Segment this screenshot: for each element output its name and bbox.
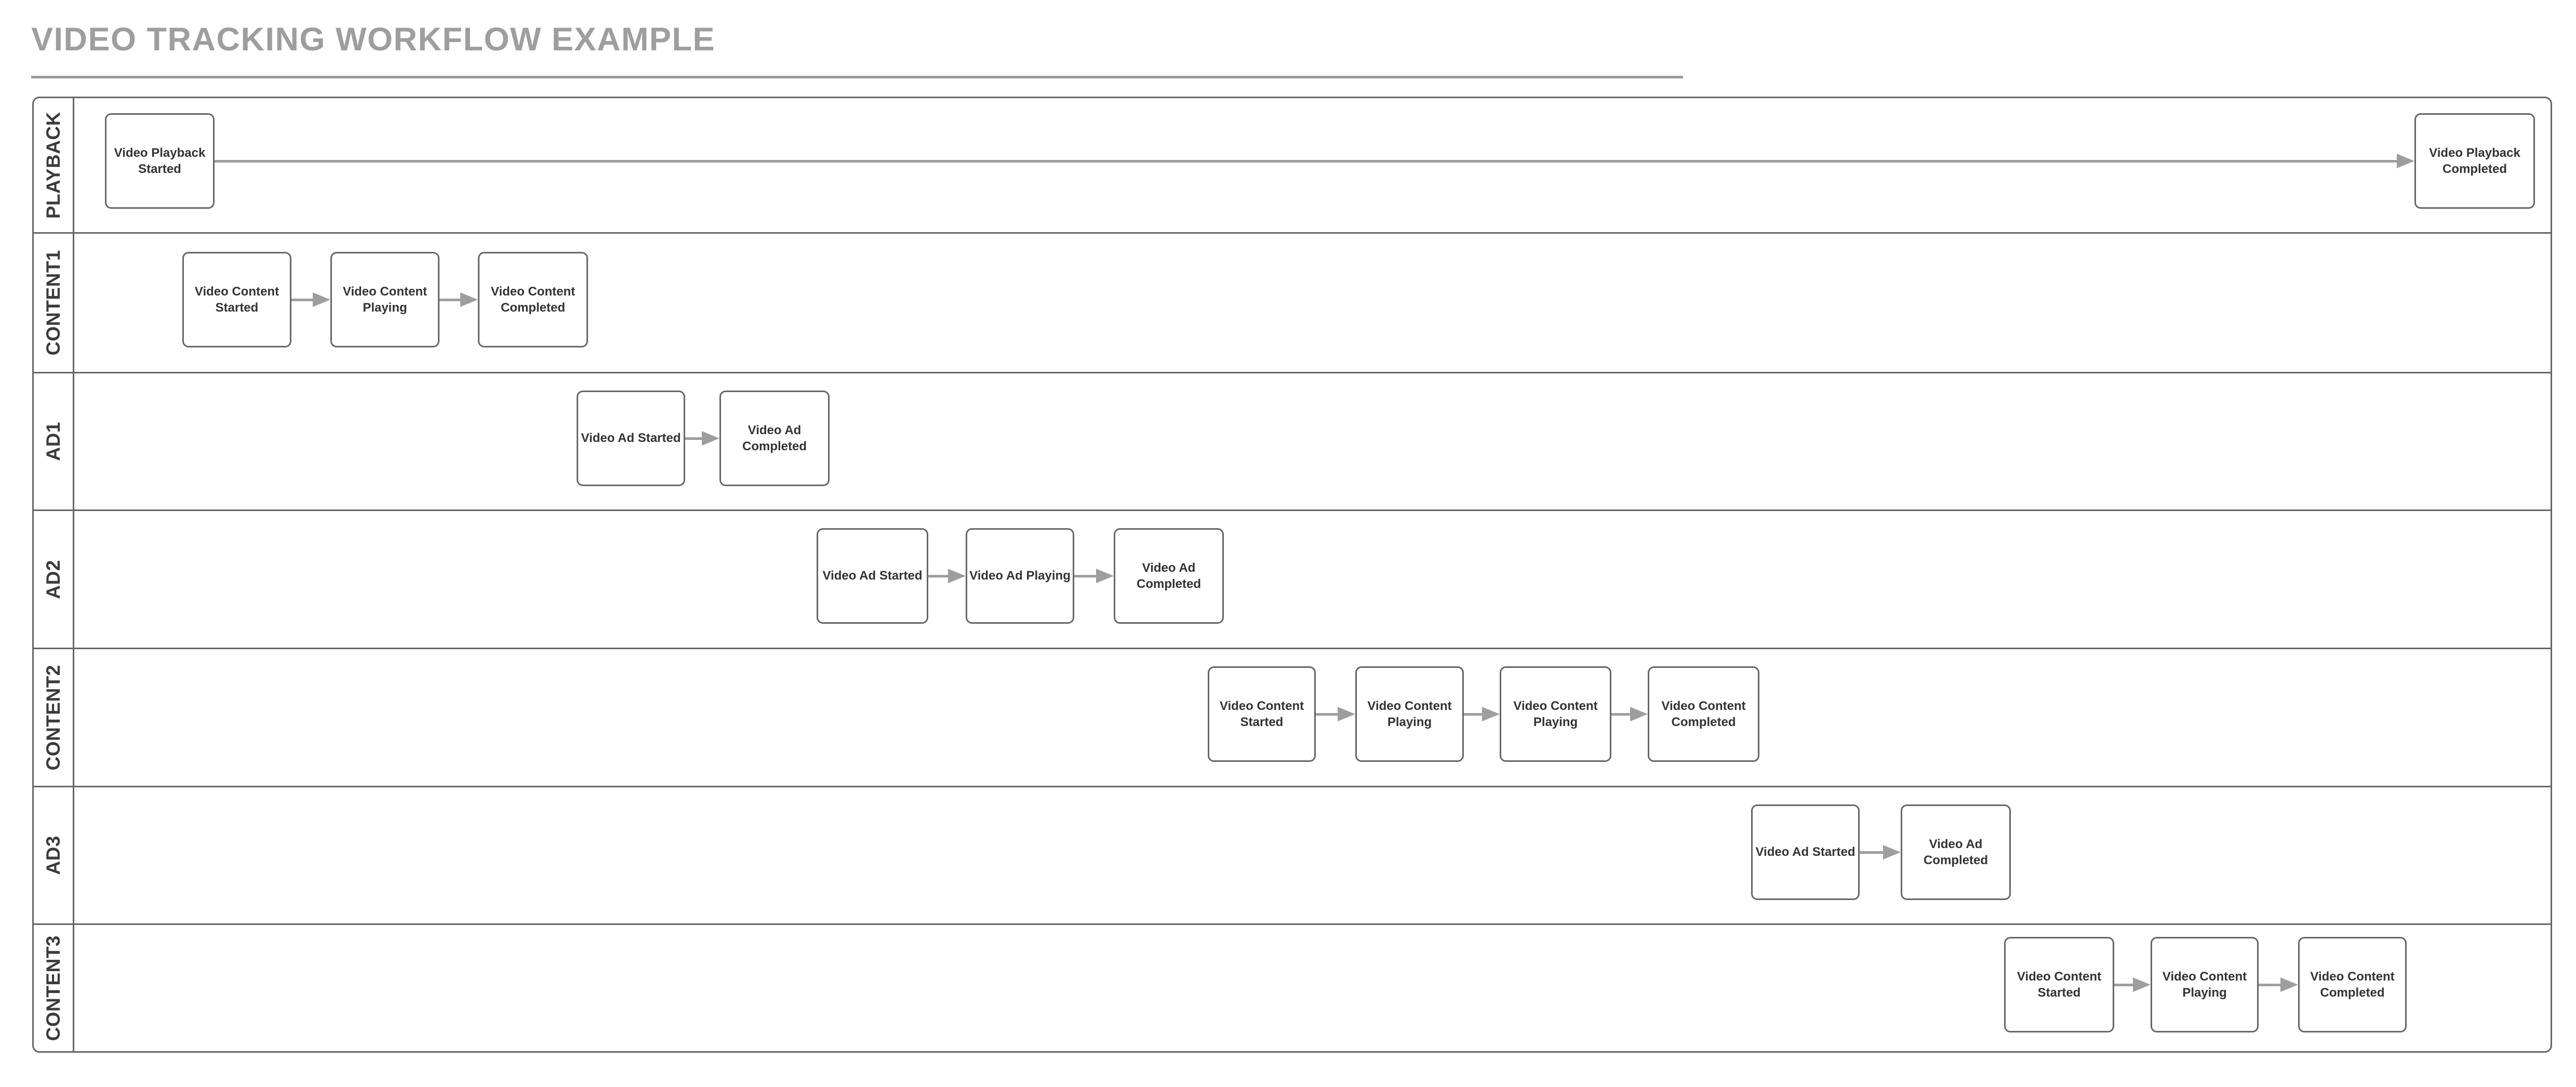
connector-line bbox=[1464, 713, 1484, 716]
lane-body: Video Ad Started Video Ad Completed bbox=[76, 787, 2551, 923]
workflow-node[interactable]: Video Content Playing bbox=[2151, 937, 2259, 1032]
arrowhead-icon bbox=[2397, 154, 2414, 168]
workflow-node-label: Video Content Started bbox=[194, 284, 279, 315]
arrowhead-icon bbox=[2280, 977, 2298, 992]
lane-body: Video Playback Started Video Playback Com… bbox=[76, 98, 2551, 232]
connector-line bbox=[1860, 851, 1885, 854]
connector-line bbox=[2114, 983, 2135, 986]
workflow-node-label: Video Content Playing bbox=[1367, 699, 1452, 729]
lane-body: Video Ad Started Video Ad Completed bbox=[76, 373, 2551, 509]
lane-label: AD3 bbox=[42, 836, 64, 875]
workflow-node[interactable]: Video Content Playing bbox=[1355, 666, 1464, 762]
workflow-node-label: Video Content Started bbox=[2017, 969, 2102, 1000]
workflow-node-label: Video Ad Completed bbox=[1136, 560, 1201, 591]
workflow-node-label: Video Content Completed bbox=[2310, 969, 2395, 1000]
workflow-node-label: Video Ad Completed bbox=[1923, 837, 1988, 867]
lane-body: Video Content Started Video Content Playi… bbox=[76, 234, 2551, 372]
workflow-node[interactable]: Video Content Playing bbox=[330, 252, 439, 347]
workflow-node-label: Video Content Completed bbox=[490, 284, 576, 315]
connector-line bbox=[1074, 574, 1098, 578]
lane-ad1: AD1 Video Ad Started Video Ad Completed bbox=[34, 372, 2551, 509]
workflow-node-label: Video Content Completed bbox=[1661, 699, 1746, 729]
connector-line bbox=[928, 574, 950, 578]
arrowhead-icon bbox=[313, 292, 330, 307]
lane-body: Video Ad Started Video Ad Playing Video Ad… bbox=[76, 511, 2551, 648]
lane-label: AD1 bbox=[42, 422, 64, 461]
workflow-node-label: Video Ad Completed bbox=[742, 423, 807, 453]
workflow-node[interactable]: Video Content Started bbox=[182, 252, 291, 347]
arrowhead-icon bbox=[702, 431, 719, 446]
workflow-node[interactable]: Video Ad Playing bbox=[966, 528, 1074, 624]
connector-line bbox=[1316, 713, 1340, 716]
workflow-node[interactable]: Video Ad Completed bbox=[1114, 528, 1224, 624]
lane-label: CONTENT2 bbox=[42, 664, 64, 771]
workflow-node[interactable]: Video Content Completed bbox=[1648, 666, 1759, 762]
lane-label-cell[interactable]: PLAYBACK bbox=[34, 98, 74, 232]
lane-label-cell[interactable]: CONTENT1 bbox=[34, 234, 74, 372]
lane-label: CONTENT3 bbox=[42, 935, 64, 1041]
lane-label: CONTENT1 bbox=[42, 250, 64, 356]
lane-body: Video Content Started Video Content Playi… bbox=[76, 649, 2551, 786]
arrowhead-icon bbox=[2133, 977, 2151, 992]
lane-body: Video Content Started Video Content Playi… bbox=[76, 925, 2551, 1051]
lane-label-cell[interactable]: AD3 bbox=[34, 787, 74, 923]
lane-label: AD2 bbox=[42, 559, 64, 599]
workflow-node[interactable]: Video Ad Started bbox=[817, 528, 928, 624]
connector-line bbox=[439, 298, 462, 301]
workflow-node-label: Video Content Playing bbox=[2162, 969, 2247, 1000]
workflow-node[interactable]: Video Ad Started bbox=[577, 391, 685, 486]
lane-label-cell[interactable]: AD1 bbox=[34, 373, 74, 509]
arrowhead-icon bbox=[460, 292, 478, 307]
arrowhead-icon bbox=[1630, 707, 1648, 721]
workflow-node-label: Video Ad Started bbox=[581, 431, 681, 446]
lane-label: PLAYBACK bbox=[42, 111, 64, 219]
workflow-node-label: Video Content Playing bbox=[1513, 699, 1598, 729]
arrowhead-icon bbox=[1883, 845, 1901, 860]
workflow-node[interactable]: Video Content Playing bbox=[1500, 666, 1611, 762]
arrowhead-icon bbox=[948, 569, 966, 583]
connector-line bbox=[215, 159, 2399, 163]
lane-ad3: AD3 Video Ad Started Video Ad Completed bbox=[34, 786, 2551, 923]
workflow-node[interactable]: Video Content Started bbox=[1208, 666, 1316, 762]
workflow-node[interactable]: Video Ad Completed bbox=[1901, 804, 2011, 900]
connector-line bbox=[2259, 983, 2283, 986]
arrowhead-icon bbox=[1338, 707, 1355, 721]
title-underline bbox=[31, 76, 1683, 78]
connector-line bbox=[291, 298, 315, 301]
workflow-node-label: Video Playback Started bbox=[114, 145, 206, 176]
workflow-node[interactable]: Video Content Started bbox=[2004, 937, 2114, 1032]
connector-line bbox=[1611, 713, 1632, 716]
workflow-node-label: Video Ad Started bbox=[1755, 845, 1856, 860]
workflow-node[interactable]: Video Content Completed bbox=[2298, 937, 2407, 1032]
workflow-node[interactable]: Video Content Completed bbox=[478, 252, 588, 347]
workflow-node[interactable]: Video Playback Started bbox=[105, 113, 215, 209]
lane-label-cell[interactable]: AD2 bbox=[34, 511, 74, 648]
page-title: VIDEO TRACKING WORKFLOW EXAMPLE bbox=[31, 21, 715, 58]
workflow-node[interactable]: Video Ad Started bbox=[1751, 804, 1860, 900]
arrowhead-icon bbox=[1096, 569, 1114, 583]
lane-label-cell[interactable]: CONTENT3 bbox=[34, 925, 74, 1051]
workflow-node[interactable]: Video Ad Completed bbox=[719, 391, 830, 486]
workflow-node-label: Video Ad Playing bbox=[969, 569, 1071, 583]
workflow-node-label: Video Ad Started bbox=[822, 569, 923, 583]
connector-line bbox=[685, 437, 704, 440]
workflow-node-label: Video Content Playing bbox=[342, 284, 428, 315]
arrowhead-icon bbox=[1482, 707, 1500, 721]
workflow-node-label: Video Playback Completed bbox=[2429, 145, 2520, 176]
workflow-node-label: Video Content Started bbox=[1219, 699, 1304, 729]
workflow-node[interactable]: Video Playback Completed bbox=[2414, 113, 2535, 209]
lane-label-cell[interactable]: CONTENT2 bbox=[34, 649, 74, 786]
